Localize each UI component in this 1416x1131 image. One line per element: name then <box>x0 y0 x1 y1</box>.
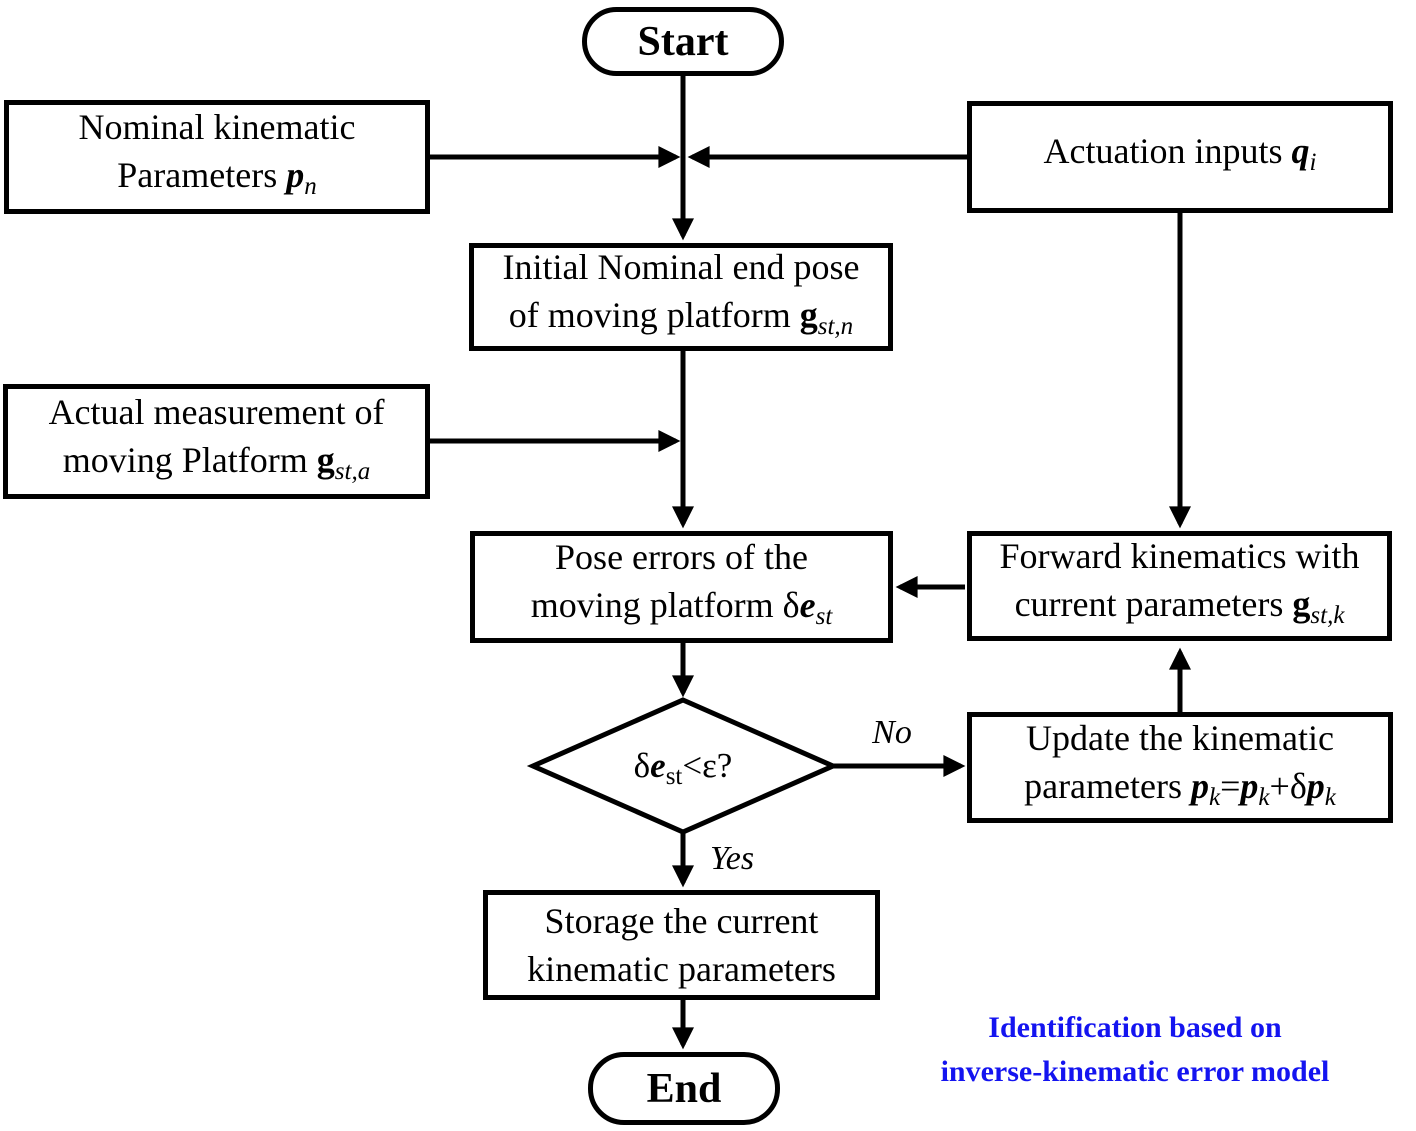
math-plus-delta: +δ <box>1269 765 1307 806</box>
math-symbol-g: g <box>316 439 335 480</box>
math-subscript-i: i <box>1309 149 1317 176</box>
math-symbol-e: e <box>650 746 666 785</box>
end-terminal: End <box>588 1052 780 1125</box>
start-terminal: Start <box>582 7 784 76</box>
math-subscript-st: st <box>665 763 683 790</box>
decision-comparison: <ε? <box>682 746 733 785</box>
end-label: End <box>646 1065 722 1112</box>
no-edge-label: No <box>872 714 912 751</box>
math-symbol-q: q <box>1291 131 1310 171</box>
box-nominal-parameters: Nominal kinematic Parameters pn <box>4 100 430 214</box>
initial-line2: of moving platform gst,n <box>509 291 853 351</box>
forward-line1: Forward kinematics with <box>999 536 1360 576</box>
caption-line2: inverse-kinematic error model <box>940 1055 1330 1088</box>
math-subscript-sta: st,a <box>334 457 371 485</box>
math-equals: = <box>1220 765 1241 806</box>
math-subscript-n: n <box>304 173 317 200</box>
math-subscript-st: st <box>815 603 833 630</box>
start-label: Start <box>637 18 729 65</box>
storage-line2: kinematic parameters <box>527 949 836 989</box>
math-delta: δ <box>633 746 651 785</box>
decision-diamond <box>526 697 840 835</box>
pose-errors-line1: Pose errors of the <box>555 537 808 577</box>
actuation-text: Actuation inputs qi <box>1044 127 1317 187</box>
update-line2-text: parameters <box>1024 765 1191 806</box>
box-forward-kinematics: Forward kinematics with current paramete… <box>967 531 1392 641</box>
math-subscript-k: k <box>1209 783 1221 811</box>
math-subscript-stk: st,k <box>1310 602 1345 629</box>
actual-line2: moving Platform gst,a <box>63 436 370 496</box>
box-actuation-inputs: Actuation inputs qi <box>967 101 1393 213</box>
math-symbol-e: e <box>799 585 816 625</box>
math-subscript-stn: st,n <box>817 313 854 340</box>
math-symbol-p: p <box>1306 765 1325 806</box>
actual-line1: Actual measurement of <box>48 391 385 432</box>
math-symbol-g: g <box>1292 584 1311 624</box>
math-symbol-p: p <box>286 155 305 195</box>
nominal-line1: Nominal kinematic <box>78 107 356 147</box>
nominal-line2-text: Parameters <box>117 155 287 195</box>
box-pose-errors: Pose errors of the moving platform δest <box>470 531 893 643</box>
initial-line2-text: of moving platform <box>508 295 800 335</box>
actual-line2-text: moving Platform <box>62 439 317 480</box>
nominal-line2: Parameters pn <box>117 151 316 211</box>
pose-errors-line2-text: moving platform <box>530 585 783 625</box>
pose-errors-line2: moving platform δest <box>531 581 833 641</box>
math-subscript-k: k <box>1258 783 1270 811</box>
caption: Identification based on inverse-kinemati… <box>880 1006 1390 1094</box>
update-line1: Update the kinematic <box>1026 717 1334 758</box>
math-subscript-k: k <box>1324 783 1336 811</box>
storage-line1: Storage the current <box>544 901 819 941</box>
box-actual-measurement: Actual measurement of moving Platform gs… <box>3 384 430 499</box>
actuation-label: Actuation inputs <box>1043 131 1292 171</box>
box-storage-parameters: Storage the current kinematic parameters <box>483 890 880 1000</box>
yes-edge-label: Yes <box>709 840 755 877</box>
math-symbol-p: p <box>1191 765 1209 806</box>
decision-label: δest<ε? <box>543 748 823 789</box>
initial-line1: Initial Nominal end pose <box>502 247 860 287</box>
caption-line1: Identification based on <box>988 1011 1282 1044</box>
box-update-parameters: Update the kinematic parameters pk=pk+δp… <box>967 712 1393 823</box>
forward-line2-text: current parameters <box>1014 584 1293 624</box>
box-initial-nominal-pose: Initial Nominal end pose of moving platf… <box>469 243 893 351</box>
forward-line2: current parameters gst,k <box>1015 580 1345 640</box>
math-symbol-p: p <box>1240 765 1259 806</box>
math-symbol-g: g <box>799 295 818 335</box>
math-delta: δ <box>782 585 800 625</box>
update-line2: parameters pk=pk+δpk <box>1024 762 1336 822</box>
